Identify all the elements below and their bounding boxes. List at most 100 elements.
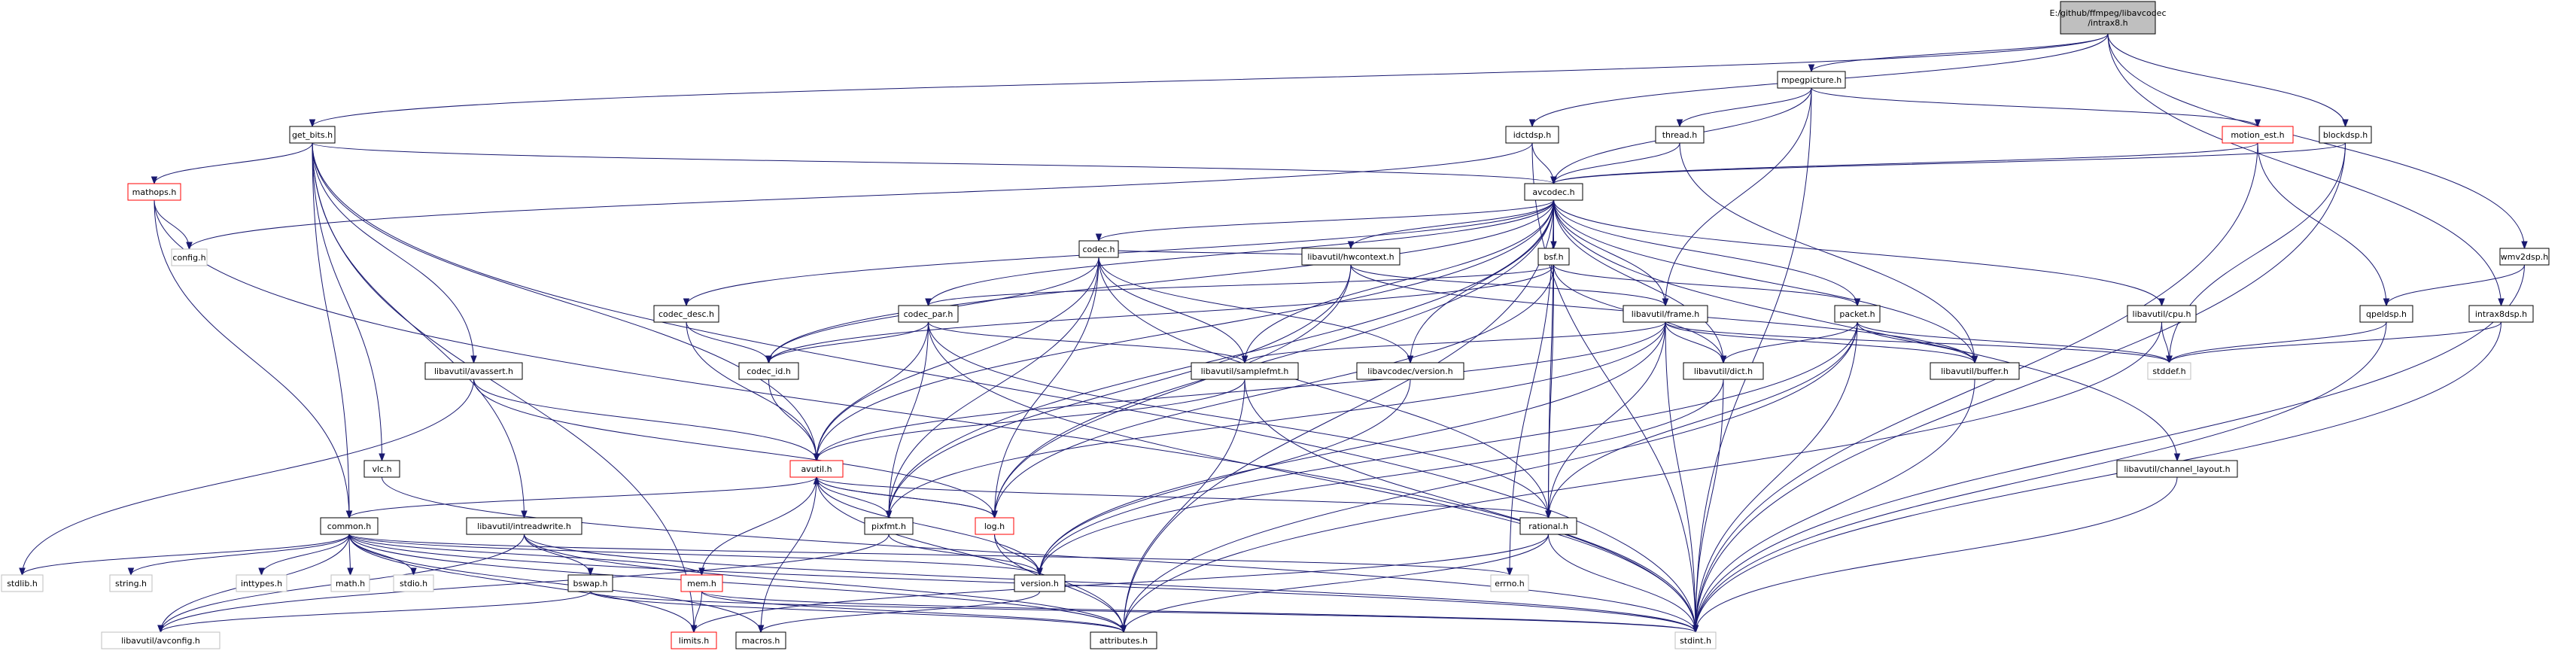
- node-avcodec[interactable]: avcodec.h: [1524, 183, 1583, 201]
- node-mem[interactable]: mem.h: [680, 574, 723, 592]
- node-thread[interactable]: thread.h: [1655, 126, 1705, 144]
- edge-avcodec-to-samplefmt: [1244, 199, 1554, 363]
- node-label-bswap: bswap.h: [573, 579, 608, 589]
- node-rational[interactable]: rational.h: [1519, 517, 1577, 535]
- node-label-cpu: libavutil/cpu.h: [2133, 309, 2191, 319]
- edge-avcodec-to-codec: [1098, 199, 1554, 242]
- node-macros[interactable]: macros.h: [735, 631, 786, 649]
- node-box-stdlib: [1, 574, 44, 592]
- edge-channel_layout-to-stdint: [1695, 476, 2178, 633]
- node-frame[interactable]: libavutil/frame.h: [1623, 305, 1708, 323]
- node-box-stdint: [1674, 631, 1717, 649]
- node-mathops[interactable]: mathops.h: [127, 183, 181, 201]
- node-box-avutil: [789, 460, 844, 478]
- edge-codec-to-pixfmt: [888, 257, 1099, 519]
- node-stdint: stdint.h: [1674, 631, 1717, 649]
- node-label-math: math.h: [336, 579, 365, 589]
- edge-get_bits-to-avcodec: [312, 142, 1554, 184]
- node-vlc[interactable]: vlc.h: [363, 460, 400, 478]
- node-qpeldsp[interactable]: qpeldsp.h: [2359, 305, 2413, 323]
- node-label-avassert: libavutil/avassert.h: [434, 367, 513, 376]
- arrowhead-bsf-to-codec_par: [925, 298, 932, 307]
- edge-frame-to-dict: [1665, 321, 1724, 363]
- node-samplefmt[interactable]: libavutil/samplefmt.h: [1191, 362, 1299, 380]
- node-version[interactable]: version.h: [1014, 574, 1066, 592]
- node-box-motion_est: [2222, 126, 2294, 144]
- node-codec_par[interactable]: codec_par.h: [898, 305, 959, 323]
- node-common[interactable]: common.h: [320, 517, 379, 535]
- node-codec_desc[interactable]: codec_desc.h: [653, 305, 719, 323]
- node-get_bits[interactable]: get_bits.h: [289, 126, 336, 144]
- edge-root-to-wmv2dsp: [2107, 33, 2525, 249]
- node-bswap[interactable]: bswap.h: [567, 574, 613, 592]
- node-packet[interactable]: packet.h: [1834, 305, 1881, 323]
- node-label-codec: codec.h: [1082, 245, 1115, 254]
- node-label-blockdsp: blockdsp.h: [2323, 130, 2368, 140]
- node-dict[interactable]: libavutil/dict.h: [1683, 362, 1764, 380]
- node-label-intreadwrite: libavutil/intreadwrite.h: [477, 522, 571, 531]
- edge-avcodec-to-log: [994, 199, 1554, 519]
- node-codec_id[interactable]: codec_id.h: [738, 362, 799, 380]
- edge-avcodec-to-cpu: [1553, 199, 2162, 306]
- node-cpu[interactable]: libavutil/cpu.h: [2127, 305, 2197, 323]
- node-limits[interactable]: limits.h: [671, 631, 717, 649]
- node-label-avutil: avutil.h: [801, 464, 832, 474]
- node-buffer[interactable]: libavutil/buffer.h: [1930, 362, 2020, 380]
- edge-common-to-string: [130, 534, 350, 576]
- node-box-mathops: [127, 183, 181, 201]
- arrowhead-root-to-blockdsp: [2342, 119, 2349, 128]
- node-label-codec_desc: codec_desc.h: [658, 309, 714, 319]
- node-channel_layout[interactable]: libavutil/channel_layout.h: [2116, 460, 2238, 478]
- edge-mathops-to-stdint: [154, 199, 1696, 633]
- node-motion_est[interactable]: motion_est.h: [2222, 126, 2294, 144]
- node-label-vlc: vlc.h: [372, 464, 391, 474]
- arrowhead-mem-to-stdint: [1692, 625, 1699, 634]
- edge-rational-to-attributes: [1123, 534, 1549, 633]
- node-config: config.h: [171, 248, 208, 266]
- node-avassert[interactable]: libavutil/avassert.h: [424, 362, 523, 380]
- edge-frame-to-version: [1039, 321, 1666, 576]
- node-label-buffer: libavutil/buffer.h: [1941, 367, 2009, 376]
- node-box-wmv2dsp: [2499, 248, 2550, 266]
- node-box-log: [975, 517, 1014, 535]
- node-label-common: common.h: [327, 522, 371, 531]
- node-codec[interactable]: codec.h: [1078, 240, 1119, 258]
- edge-mem-to-avutil: [701, 476, 817, 576]
- arrowhead-avutil-to-pixfmt: [885, 510, 893, 519]
- node-intrax8dsp[interactable]: intrax8dsp.h: [2468, 305, 2534, 323]
- node-blockdsp[interactable]: blockdsp.h: [2319, 126, 2372, 144]
- node-label-stdlib: stdlib.h: [7, 579, 38, 589]
- node-mpegpicture[interactable]: mpegpicture.h: [1777, 71, 1846, 89]
- edge-samplefmt-to-attributes: [1123, 379, 1245, 633]
- edge-bsf-to-codec_id: [768, 264, 1554, 363]
- node-box-avconfig: [101, 631, 220, 649]
- node-bsf[interactable]: bsf.h: [1537, 248, 1570, 266]
- node-pixfmt[interactable]: pixfmt.h: [864, 517, 914, 535]
- edge-codec-to-log: [994, 257, 1099, 519]
- edge-codec_par-to-codec_id: [768, 321, 929, 363]
- node-label-limits: limits.h: [679, 636, 709, 646]
- edge-mpegpicture-to-motion_est: [1811, 87, 2258, 127]
- edge-get_bits-to-mathops: [154, 142, 313, 184]
- node-log[interactable]: log.h: [975, 517, 1014, 535]
- node-idctdsp[interactable]: idctdsp.h: [1505, 126, 1559, 144]
- edge-bsf-to-log: [994, 264, 1554, 519]
- edge-packet-to-version: [1039, 321, 1858, 576]
- node-intreadwrite[interactable]: libavutil/intreadwrite.h: [466, 517, 582, 535]
- node-box-errno: [1490, 574, 1529, 592]
- edge-motion_est-to-qpeldsp: [2257, 142, 2387, 306]
- edge-avutil-to-rational: [816, 476, 1549, 519]
- arrowhead-version-to-macros: [757, 625, 765, 634]
- node-label-mathops: mathops.h: [132, 187, 177, 197]
- edge-mathops-to-common: [154, 199, 350, 519]
- node-avutil[interactable]: avutil.h: [789, 460, 844, 478]
- edge-avutil-to-version: [816, 476, 1040, 576]
- node-wmv2dsp[interactable]: wmv2dsp.h: [2499, 248, 2550, 266]
- node-lavc_version[interactable]: libavcodec/version.h: [1356, 362, 1464, 380]
- node-hwcontext[interactable]: libavutil/hwcontext.h: [1301, 248, 1401, 266]
- node-box-get_bits: [289, 126, 336, 144]
- arrowhead-common-to-math: [347, 567, 354, 576]
- node-label-avconfig: libavutil/avconfig.h: [121, 636, 200, 646]
- node-attributes[interactable]: attributes.h: [1090, 631, 1157, 649]
- node-errno: errno.h: [1490, 574, 1529, 592]
